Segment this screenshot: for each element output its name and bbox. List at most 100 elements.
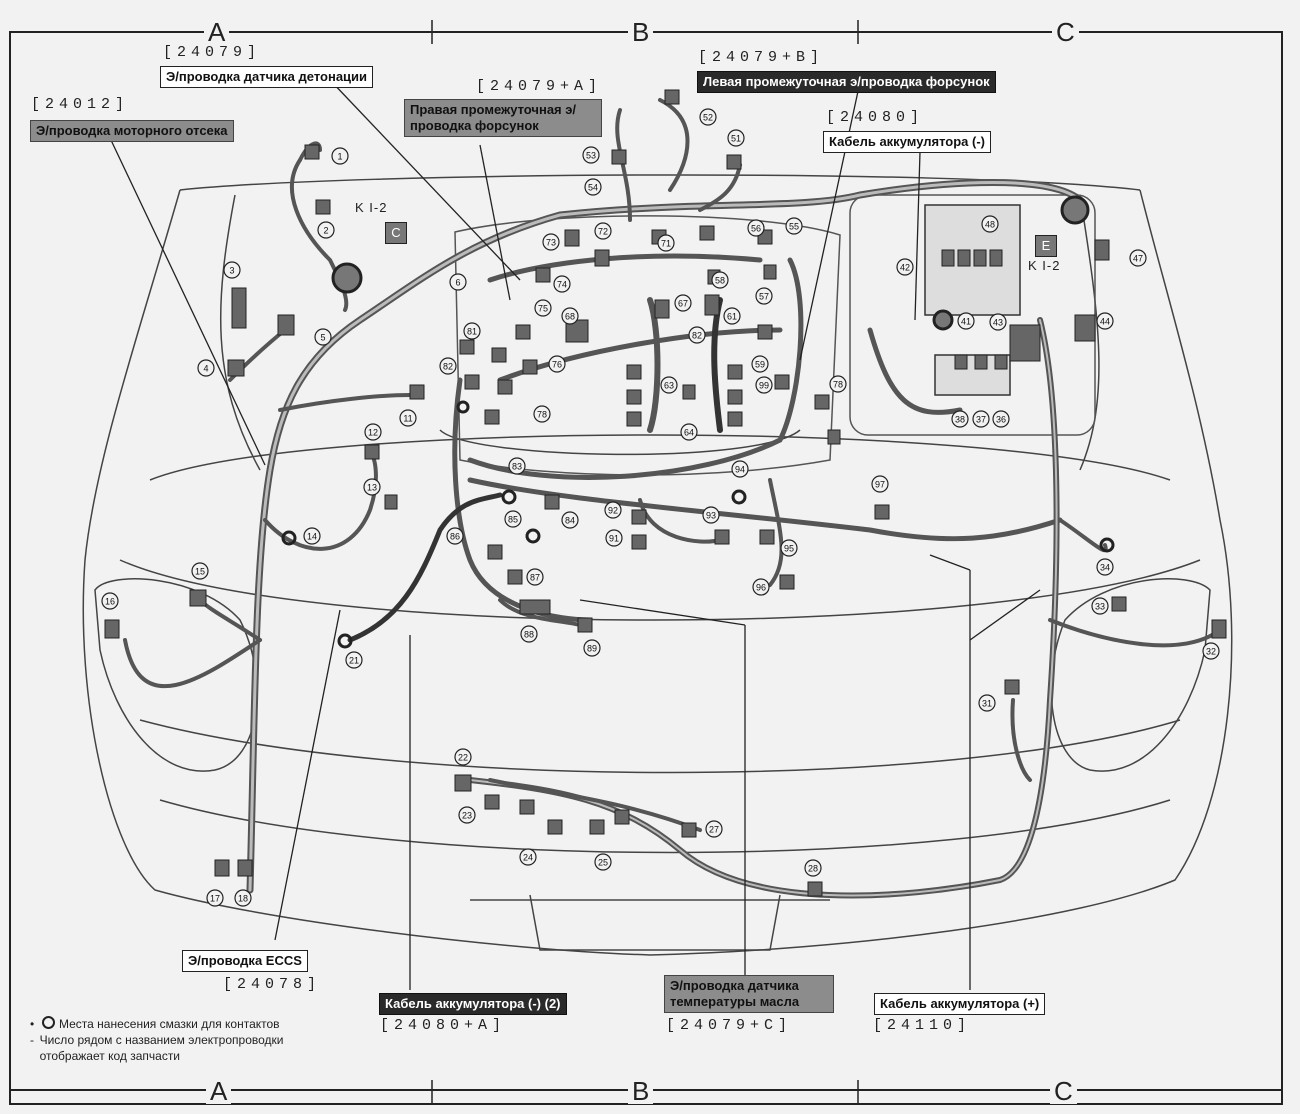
callout-63: 63 xyxy=(660,376,678,394)
zone-a-top: A xyxy=(204,19,230,45)
callout-14: 14 xyxy=(303,527,321,545)
oil-temp-sensor-harness-code: [24079+C] xyxy=(666,1017,793,1034)
svg-text:72: 72 xyxy=(598,227,608,237)
svg-text:67: 67 xyxy=(678,299,688,309)
svg-text:61: 61 xyxy=(727,312,737,322)
harness-lines xyxy=(123,98,1222,899)
svg-text:59: 59 xyxy=(755,360,765,370)
battery-negative-cable-2-label: Кабель аккумулятора (-) (2) xyxy=(379,993,567,1015)
svg-text:96: 96 xyxy=(756,583,766,593)
callout-82b: 82 xyxy=(688,326,706,344)
callout-97: 97 xyxy=(871,475,889,493)
callout-5: 5 xyxy=(314,328,332,346)
svg-text:91: 91 xyxy=(609,534,619,544)
svg-text:3: 3 xyxy=(229,266,234,276)
callout-67: 67 xyxy=(674,294,692,312)
callout-22: 22 xyxy=(454,748,472,766)
battery-positive-cable-code: [24110] xyxy=(873,1017,972,1034)
callout-74: 74 xyxy=(553,275,571,293)
svg-text:74: 74 xyxy=(557,280,567,290)
callout-84: 84 xyxy=(561,511,579,529)
callout-68: 68 xyxy=(561,307,579,325)
svg-text:5: 5 xyxy=(320,333,325,343)
callout-36: 36 xyxy=(992,410,1010,428)
callout-55: 55 xyxy=(785,217,803,235)
svg-text:4: 4 xyxy=(203,364,208,374)
svg-text:48: 48 xyxy=(985,220,995,230)
svg-text:32: 32 xyxy=(1206,647,1216,657)
svg-text:57: 57 xyxy=(759,292,769,302)
svg-text:83: 83 xyxy=(512,462,522,472)
svg-text:13: 13 xyxy=(367,483,377,493)
svg-text:68: 68 xyxy=(565,312,575,322)
ki2-marker-left: K I-2 xyxy=(355,200,388,215)
callout-21: 21 xyxy=(345,651,363,669)
callout-73: 73 xyxy=(542,233,560,251)
callout-87: 87 xyxy=(526,568,544,586)
callout-27: 27 xyxy=(705,820,723,838)
svg-text:37: 37 xyxy=(976,415,986,425)
svg-text:51: 51 xyxy=(731,134,741,144)
svg-text:55: 55 xyxy=(789,222,799,232)
callout-47: 47 xyxy=(1129,249,1147,267)
callout-42: 42 xyxy=(896,258,914,276)
callout-34: 34 xyxy=(1096,558,1114,576)
callout-95: 95 xyxy=(780,539,798,557)
callout-59: 59 xyxy=(751,355,769,373)
callout-33: 33 xyxy=(1091,597,1109,615)
svg-text:16: 16 xyxy=(105,597,115,607)
callout-81: 81 xyxy=(463,322,481,340)
note-grease: •Места нанесения смазки для контактов xyxy=(30,1016,280,1031)
engine-block xyxy=(454,215,841,476)
svg-text:88: 88 xyxy=(524,630,534,640)
svg-text:31: 31 xyxy=(982,699,992,709)
svg-text:86: 86 xyxy=(450,532,460,542)
svg-text:85: 85 xyxy=(508,515,518,525)
svg-text:58: 58 xyxy=(715,276,725,286)
callout-17: 17 xyxy=(206,889,224,907)
zone-c-bottom: C xyxy=(1050,1078,1077,1104)
callout-56: 56 xyxy=(747,219,765,237)
callout-31: 31 xyxy=(978,694,996,712)
svg-text:75: 75 xyxy=(538,304,548,314)
callout-82: 82 xyxy=(439,357,457,375)
eccs-harness-code: [24078] xyxy=(223,976,322,993)
knock-harness-code: [24079] xyxy=(163,44,262,61)
svg-text:1: 1 xyxy=(337,152,342,162)
svg-text:82: 82 xyxy=(443,362,453,372)
svg-text:27: 27 xyxy=(709,825,719,835)
svg-text:24: 24 xyxy=(523,853,533,863)
callout-23: 23 xyxy=(458,806,476,824)
svg-text:78: 78 xyxy=(833,380,843,390)
svg-text:38: 38 xyxy=(955,415,965,425)
callout-51: 51 xyxy=(727,129,745,147)
svg-text:47: 47 xyxy=(1133,254,1143,264)
svg-text:93: 93 xyxy=(706,511,716,521)
callout-4: 4 xyxy=(197,359,215,377)
callout-11: 11 xyxy=(399,409,417,427)
callout-38: 38 xyxy=(951,410,969,428)
callout-86: 86 xyxy=(446,527,464,545)
svg-text:18: 18 xyxy=(238,894,248,904)
callout-12: 12 xyxy=(364,423,382,441)
svg-text:99: 99 xyxy=(759,381,769,391)
callout-53: 53 xyxy=(582,146,600,164)
callout-18: 18 xyxy=(234,889,252,907)
callout-25: 25 xyxy=(594,853,612,871)
grommets xyxy=(281,195,1115,649)
callout-24: 24 xyxy=(519,848,537,866)
svg-text:56: 56 xyxy=(751,224,761,234)
svg-text:53: 53 xyxy=(586,151,596,161)
svg-text:94: 94 xyxy=(735,465,745,475)
callout-57: 57 xyxy=(755,287,773,305)
callout-76: 76 xyxy=(548,355,566,373)
svg-text:41: 41 xyxy=(961,317,971,327)
svg-text:87: 87 xyxy=(530,573,540,583)
box-marker-e: E xyxy=(1035,235,1057,257)
zone-c-top: C xyxy=(1052,19,1079,45)
svg-text:22: 22 xyxy=(458,753,468,763)
svg-text:81: 81 xyxy=(467,327,477,337)
callout-71: 71 xyxy=(657,234,675,252)
